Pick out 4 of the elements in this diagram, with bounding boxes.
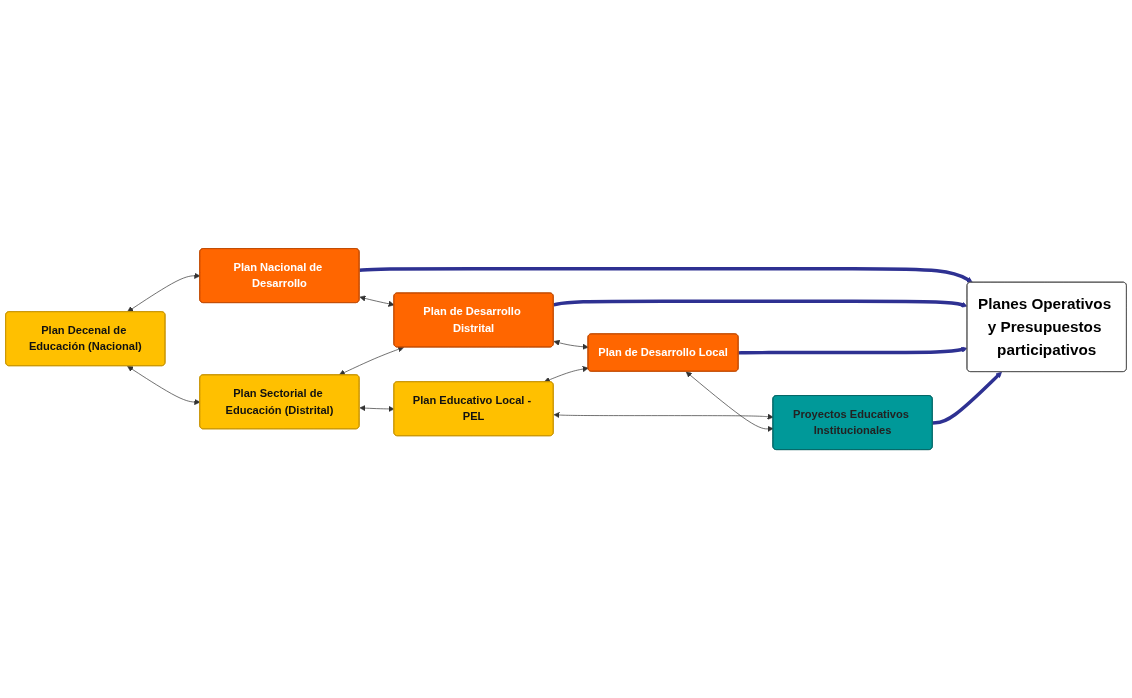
arrow [553, 299, 968, 308]
arrow [932, 371, 1002, 425]
arrow [359, 266, 973, 283]
arrow [738, 346, 968, 355]
